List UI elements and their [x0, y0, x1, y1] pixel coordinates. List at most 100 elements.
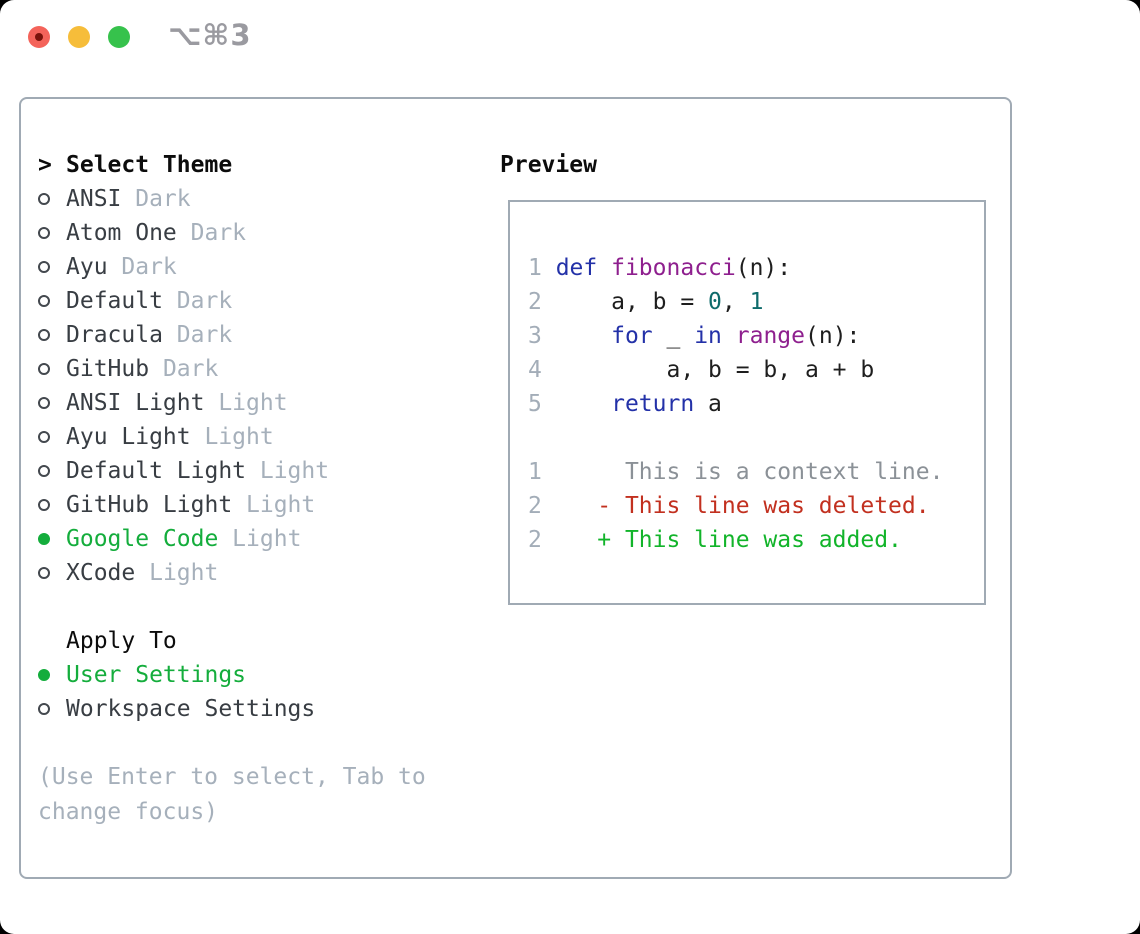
radio-icon	[38, 193, 66, 205]
theme-option-dracula[interactable]: Dracula Dark	[38, 318, 470, 352]
radio-circle	[38, 193, 50, 205]
theme-option-ayu-light[interactable]: Ayu Light Light	[38, 420, 470, 454]
code-line: 4 a, b = b, a + b	[528, 353, 984, 387]
theme-option-ansi[interactable]: ANSI Dark	[38, 182, 470, 216]
radio-circle	[38, 669, 50, 681]
code-token-kw: in	[694, 323, 722, 349]
radio-icon	[38, 295, 66, 307]
code-token-num: 0	[708, 289, 722, 315]
code-token-pl: a	[694, 391, 722, 417]
theme-variant-tag: Light	[190, 424, 274, 450]
code-token-pl	[722, 323, 736, 349]
theme-variant-tag: Light	[218, 526, 302, 552]
select-theme-header-row: > Select Theme	[38, 148, 470, 182]
code-token-ln: 2	[528, 527, 542, 553]
code-token-fn: fibonacci	[611, 255, 736, 281]
theme-name: ANSI	[66, 186, 122, 212]
theme-option-atom-one[interactable]: Atom One Dark	[38, 216, 470, 250]
code-token-ln: 1	[528, 255, 556, 281]
theme-option-default-light[interactable]: Default Light Light	[38, 454, 470, 488]
code-token-num: 1	[749, 289, 764, 315]
theme-variant-tag: Light	[232, 492, 316, 518]
code-token-kw: for	[611, 323, 653, 349]
radio-icon	[38, 703, 66, 715]
theme-name: Default Light	[66, 458, 247, 484]
radio-circle	[38, 397, 50, 409]
radio-selected-icon	[38, 669, 66, 681]
spacer	[38, 590, 470, 624]
theme-variant-tag: Dark	[107, 254, 177, 280]
apply-to-header-row: Apply To	[38, 624, 470, 658]
radio-icon	[38, 329, 66, 341]
theme-name: Default	[66, 288, 163, 314]
radio-icon	[38, 567, 66, 579]
theme-name: GitHub	[66, 356, 150, 382]
theme-variant-tag: Dark	[162, 322, 233, 348]
theme-variant-tag: Dark	[162, 288, 233, 314]
code-line: 1 def fibonacci(n):	[528, 251, 984, 285]
theme-variant-tag: Light	[204, 390, 288, 416]
radio-circle	[38, 329, 50, 341]
radio-icon	[38, 227, 66, 239]
theme-variant-tag: Light	[246, 458, 330, 484]
theme-option-ansi-light[interactable]: ANSI Light Light	[38, 386, 470, 420]
code-line: 2 - This line was deleted.	[528, 489, 984, 523]
code-token-pl	[542, 527, 597, 553]
theme-name: ANSI Light	[66, 390, 205, 416]
code-token-pl: a, b =	[541, 289, 709, 315]
theme-variant-tag: Dark	[121, 186, 191, 212]
minimize-button[interactable]	[68, 26, 90, 48]
apply-option-user-settings[interactable]: User Settings	[38, 658, 470, 692]
theme-option-github[interactable]: GitHub Dark	[38, 352, 470, 386]
keyboard-hint: (Use Enter to select, Tab to change focu…	[38, 764, 426, 825]
radio-icon	[38, 261, 66, 273]
code-line: 5 return a	[528, 387, 984, 421]
radio-circle	[38, 465, 50, 477]
code-token-pl	[597, 255, 611, 281]
code-token-pl	[542, 493, 597, 519]
theme-name: Atom One	[66, 220, 177, 246]
code-line: 2 a, b = 0, 1	[528, 285, 984, 319]
theme-option-google-code[interactable]: Google Code Light	[38, 522, 470, 556]
radio-circle	[38, 295, 50, 307]
radio-circle	[38, 533, 50, 545]
code-token-fn: range	[735, 323, 806, 349]
code-line: 1 This is a context line.	[528, 455, 984, 489]
radio-circle	[38, 499, 50, 511]
code-token-ln: 3	[528, 323, 542, 349]
apply-option-workspace-settings[interactable]: Workspace Settings	[38, 692, 470, 726]
theme-name: Ayu	[66, 254, 108, 280]
code-token-pl: a, b = b, a + b	[541, 357, 875, 383]
radio-circle	[38, 431, 50, 443]
code-token-del: - This line was deleted.	[597, 493, 930, 519]
code-token-pl: (n):	[735, 255, 792, 281]
zoom-button[interactable]	[108, 26, 130, 48]
radio-icon	[38, 397, 66, 409]
radio-circle	[38, 261, 50, 273]
traffic-lights	[28, 26, 130, 48]
theme-variant-tag: Light	[135, 560, 219, 586]
selection-caret: >	[38, 152, 52, 178]
theme-option-github-light[interactable]: GitHub Light Light	[38, 488, 470, 522]
spacer	[38, 726, 470, 760]
theme-option-ayu[interactable]: Ayu Dark	[38, 250, 470, 284]
code-token-ctx: This is a context line.	[541, 459, 944, 485]
theme-name: Ayu Light	[66, 424, 191, 450]
titlebar: ⌥⌘3	[0, 0, 1140, 72]
theme-option-default[interactable]: Default Dark	[38, 284, 470, 318]
theme-name: Google Code	[66, 526, 219, 552]
apply-to-header: Apply To	[66, 628, 177, 654]
apply-option-label: User Settings	[66, 662, 247, 688]
close-button[interactable]	[28, 26, 50, 48]
theme-option-xcode[interactable]: XCode Light	[38, 556, 470, 590]
window-title: ⌥⌘3	[168, 18, 252, 52]
theme-variant-tag: Dark	[176, 220, 247, 246]
select-theme-header: Select Theme	[66, 152, 233, 178]
